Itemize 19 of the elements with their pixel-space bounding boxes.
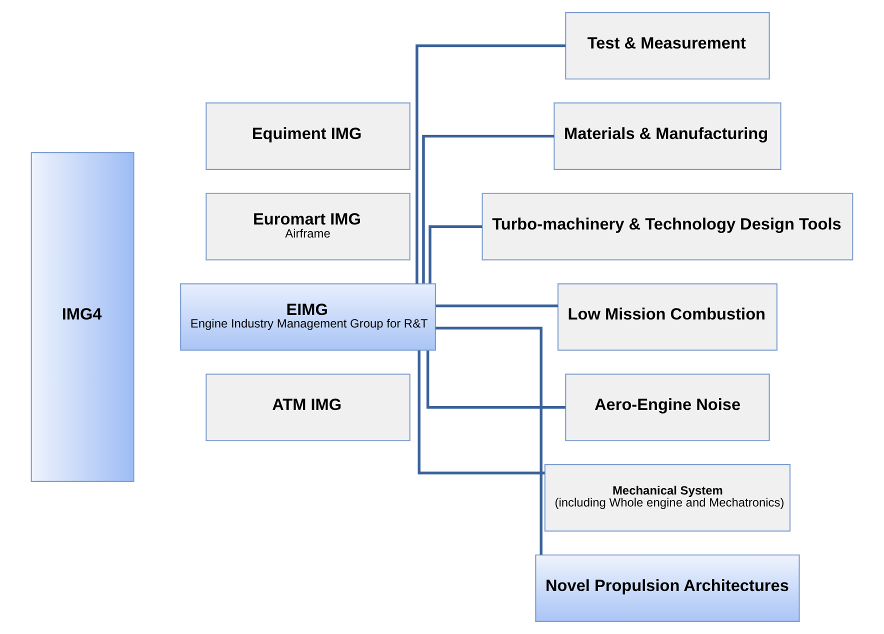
node-box: IMG4 bbox=[30, 152, 134, 482]
connector bbox=[416, 44, 566, 284]
node-box: Turbo-machinery & Technology Design Tools bbox=[482, 192, 854, 260]
node-box: Equiment IMG bbox=[206, 102, 410, 170]
node-box: Mechanical System (including Whole engine and Mechatronics) bbox=[544, 464, 791, 532]
connector bbox=[426, 350, 566, 409]
node-box: Test & Measurement bbox=[565, 12, 770, 80]
node-box: ATM IMG bbox=[206, 374, 410, 442]
node-box: Low Mission Combustion bbox=[557, 283, 778, 351]
connector bbox=[435, 326, 542, 555]
connector bbox=[436, 304, 558, 308]
node-box: Aero-Engine Noise bbox=[565, 374, 770, 442]
connector bbox=[418, 350, 545, 474]
node-box: EIMG Engine Industry Management Group for R&T bbox=[180, 283, 436, 351]
connector bbox=[422, 134, 554, 284]
connector bbox=[428, 225, 482, 284]
node-box: Materials & Manufacturing bbox=[554, 102, 782, 170]
node-box: Euromart IMG Airframe bbox=[206, 192, 410, 260]
node-box: Novel Propulsion Architectures bbox=[535, 554, 800, 622]
